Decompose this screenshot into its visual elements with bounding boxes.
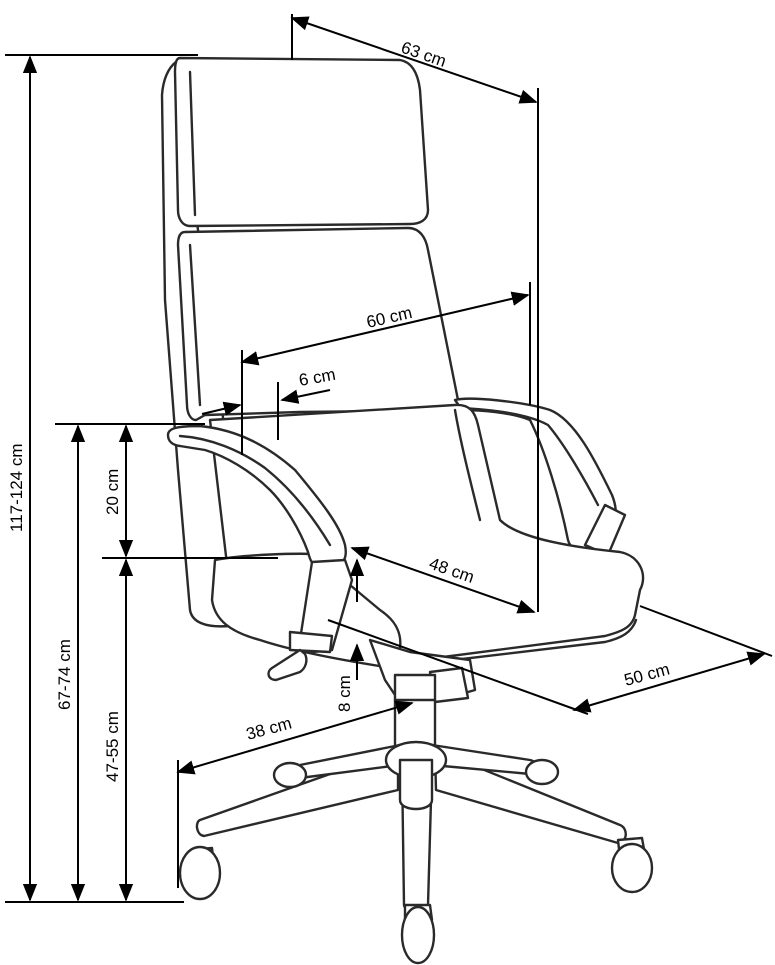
caster-left [178, 845, 222, 901]
dim-38-arrow [176, 700, 414, 775]
label-50cm: 50 cm [622, 660, 672, 690]
label-20cm: 20 cm [103, 469, 122, 515]
armrest-left-lower [288, 630, 334, 654]
label-total-height: 117-124 cm [7, 443, 26, 532]
headrest-seam [188, 70, 197, 217]
dim-60-arrow [240, 291, 530, 366]
armrest-right-inner [458, 406, 600, 507]
caster-back-right [524, 758, 560, 786]
dim-50-ext-left [327, 619, 589, 715]
dim-6-arrow-left [201, 401, 242, 416]
headrest [173, 56, 430, 228]
label-8cm: 8 cm [335, 675, 354, 712]
caster-back-left [272, 761, 308, 789]
dim-50-ext-right [639, 605, 773, 657]
label-seat-height: 47-55 cm [103, 711, 122, 782]
dimension-lines [5, 14, 773, 903]
dim-6-arrow-right [280, 389, 331, 404]
backrest-seam [188, 243, 202, 407]
seat-back-seam [453, 408, 482, 522]
gas-lift-column [393, 673, 437, 752]
caster-right [610, 836, 654, 894]
base-hub-lower [398, 758, 434, 811]
dim-50-arrow [572, 651, 766, 713]
caster-front [400, 903, 436, 965]
dim-63-arrow [290, 16, 538, 104]
dim-48-arrow [350, 546, 536, 614]
tilt-lever [267, 648, 308, 682]
label-armrest-floor: 67-74 cm [55, 639, 74, 710]
armrest-left-top [178, 434, 332, 547]
dimension-labels: 63 cm 60 cm 6 cm 48 cm 50 cm 38 cm 8 cm … [7, 38, 672, 782]
office-chair-illustration [160, 56, 654, 965]
